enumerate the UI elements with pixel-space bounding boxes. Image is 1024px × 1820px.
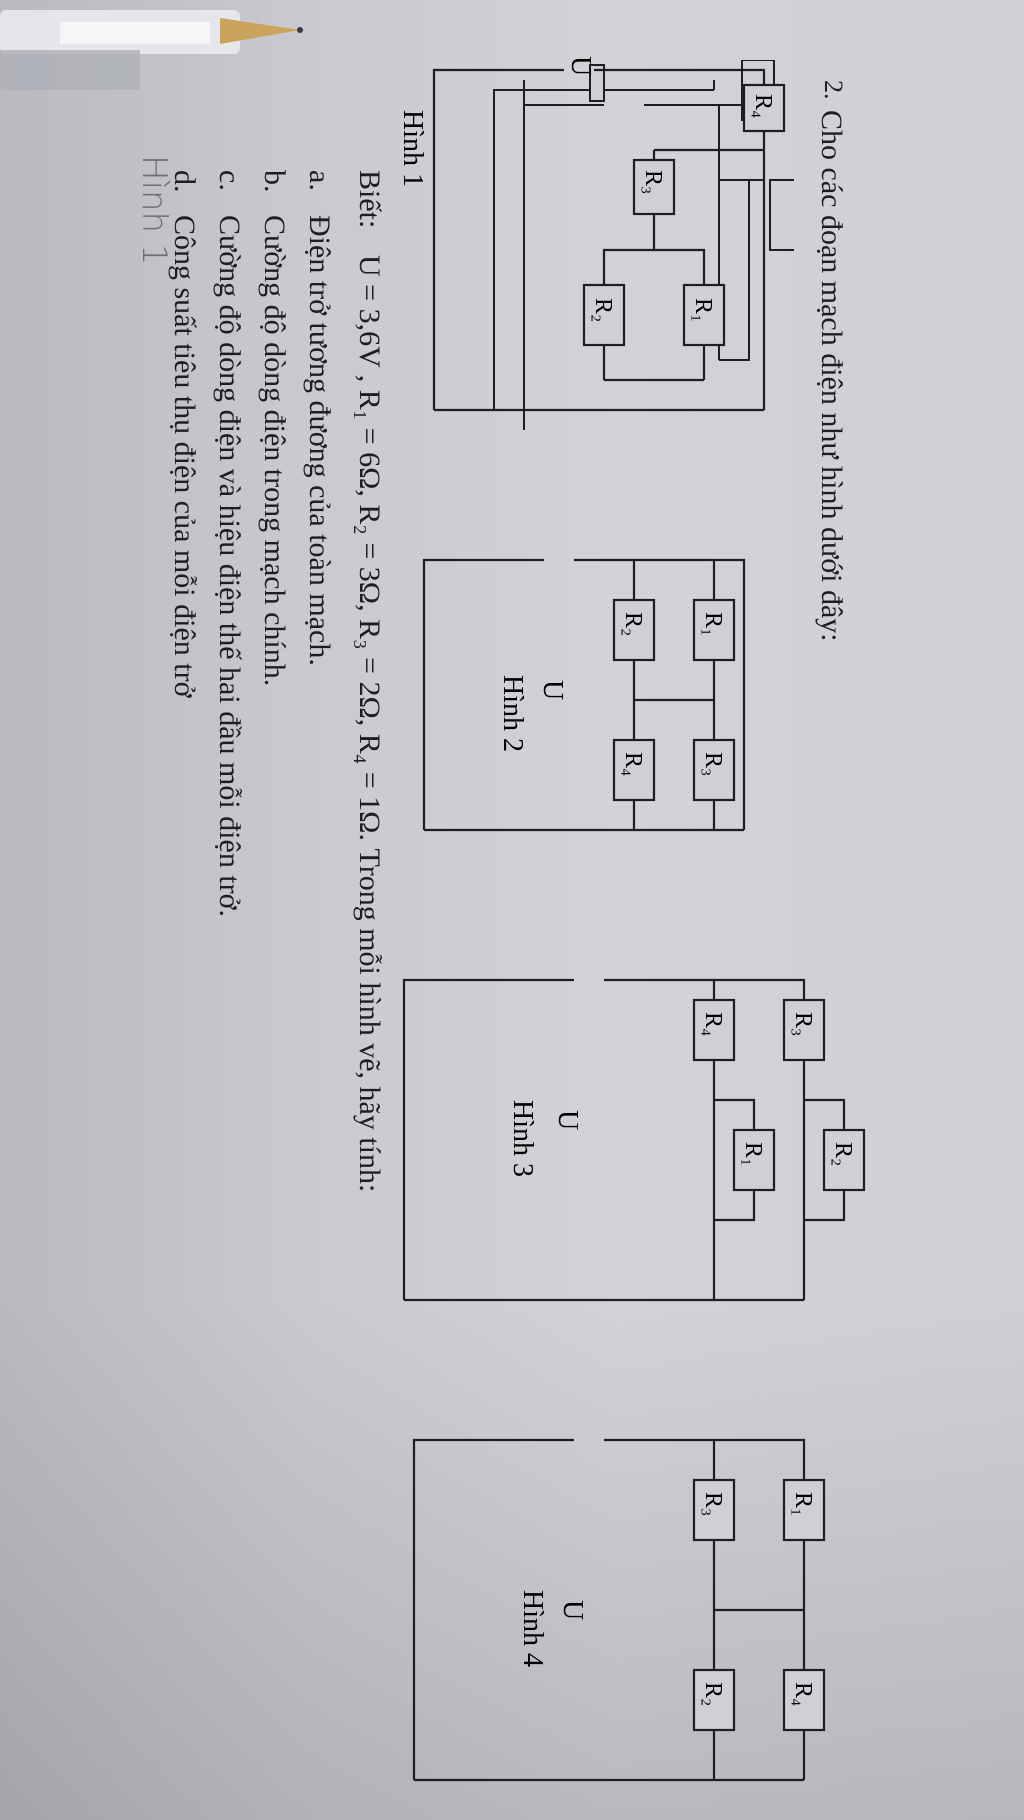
fig4-r4-label: R₄ — [790, 1682, 816, 1706]
fig1-r1-label: R₁ — [690, 298, 716, 322]
item-b-text: Cường độ dòng điện trong mạch chính. — [258, 215, 291, 687]
figure-4: R₁ R₃ R₄ R₂ U Hình 4 — [412, 1438, 826, 1782]
item-c-marker: c. — [213, 170, 246, 191]
fig3-r1-label: R₁ — [740, 1142, 766, 1166]
fig2-caption: Hình 2 — [497, 675, 528, 752]
given-values: U = 3,6V , R₁ = 6Ω, R₂ = 3Ω, R₃ = 2Ω, R₄… — [353, 255, 386, 1193]
fig2-r4-label: R₄ — [620, 752, 646, 776]
item-c-text: Cường độ dòng điện và hiệu điện thế hai … — [213, 215, 246, 918]
pen-image — [0, 10, 303, 90]
handwritten-note: Hình 1 — [134, 155, 174, 266]
fig2-voltage-label: U — [537, 680, 568, 700]
fig4-voltage-label: U — [557, 1600, 588, 1620]
fig3-r3-label: R₃ — [790, 1012, 816, 1036]
figure-2: R₁ R₂ R₃ R₄ U Hình 2 — [422, 558, 746, 832]
fig4-r1-label: R₁ — [790, 1492, 816, 1516]
fig4-r2-label: R₂ — [700, 1682, 726, 1706]
fig1-r4-label: R₄ — [750, 94, 776, 118]
item-a-text: Điện trở tương đương của toàn mạch. — [303, 215, 336, 666]
fig2-r1-label: R₁ — [700, 612, 726, 636]
shadow — [0, 1300, 1024, 1820]
fig1-caption: Hình 1 — [404, 110, 428, 187]
figure-3: R₃ R₄ R₂ R₁ U Hình 3 — [402, 978, 866, 1302]
fig3-r4-label: R₄ — [700, 1012, 726, 1036]
fig1-r3-label: R₃ — [640, 170, 666, 194]
fig1-voltage-label: U — [565, 56, 596, 76]
fig2-r3-label: R₃ — [700, 752, 726, 776]
fig1-r2-label: R₂ — [590, 298, 616, 322]
given-prefix: Biết: — [353, 170, 386, 229]
item-a-marker: a. — [303, 170, 336, 191]
item-d-text: Công suất tiêu thụ điện của mỗi điện trở — [168, 215, 201, 698]
fig3-caption: Hình 3 — [507, 1100, 538, 1177]
figure-1: R₄ R₃ R₁ R₂ U Hình 1 — [404, 56, 786, 412]
fig4-caption: Hình 4 — [517, 1590, 548, 1667]
fig2-r2-label: R₂ — [620, 612, 646, 636]
fig4-r3-label: R₃ — [700, 1492, 726, 1516]
item-b-marker: b. — [258, 170, 291, 193]
figure-1-circuit — [493, 60, 794, 430]
fig3-voltage-label: U — [552, 1110, 583, 1130]
fig3-r2-label: R₂ — [830, 1142, 856, 1166]
